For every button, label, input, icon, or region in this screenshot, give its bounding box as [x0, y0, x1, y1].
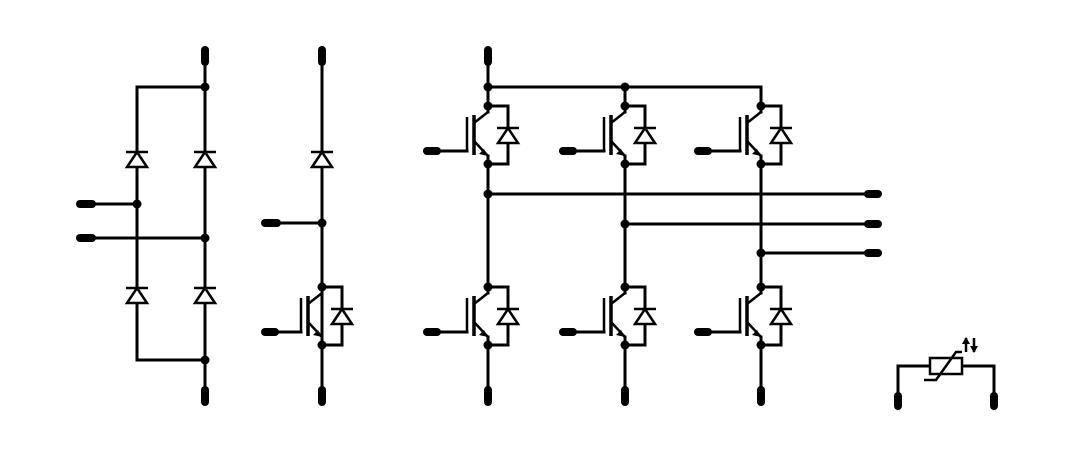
diode-symbol	[124, 285, 150, 305]
igbt-symbol	[423, 101, 521, 169]
diode-symbol	[329, 306, 355, 326]
igbt-symbol	[261, 282, 355, 350]
diode-symbol	[768, 125, 794, 145]
three-phase-inverter	[483, 46, 882, 406]
brake-chopper	[261, 46, 335, 406]
temperature-arrows-icon	[962, 337, 978, 353]
diode-symbol	[309, 149, 335, 169]
igbt-symbol	[423, 282, 521, 350]
diode-symbol	[495, 125, 521, 145]
diode-symbol	[632, 306, 658, 326]
diode-symbol	[768, 306, 794, 326]
igbt-symbol	[559, 282, 658, 350]
rectifier-bridge	[76, 46, 218, 406]
diode-symbol	[632, 125, 658, 145]
igbt-symbol	[694, 282, 794, 350]
igbt-symbol	[559, 101, 658, 169]
diode-symbol	[192, 149, 218, 169]
diode-symbol	[495, 306, 521, 326]
igbt-symbol	[694, 101, 794, 169]
igbt-group	[261, 101, 794, 350]
diode-symbol	[124, 149, 150, 169]
diode-symbol	[192, 285, 218, 305]
ntc-thermistor	[894, 337, 998, 410]
